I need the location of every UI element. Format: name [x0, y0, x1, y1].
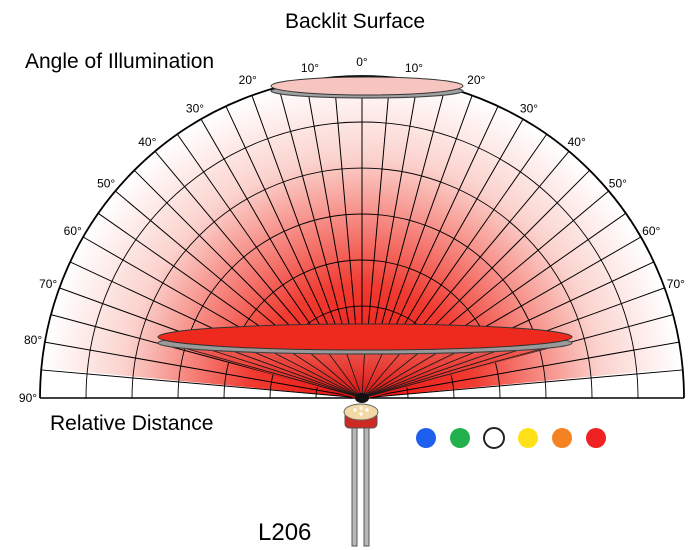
swatch-yellow [518, 428, 538, 448]
diagram-title: Backlit Surface [285, 10, 425, 33]
angle-tick: 10° [301, 61, 319, 75]
angle-tick: 40° [138, 135, 156, 149]
angle-tick: 90° [19, 391, 37, 405]
angle-tick: 30° [186, 102, 204, 116]
angle-tick: 50° [97, 176, 115, 190]
cone-line [234, 343, 363, 399]
swatch-orange [552, 428, 572, 448]
angle-tick: 70° [667, 277, 685, 291]
led-lead-left [351, 427, 358, 547]
grid-radial-line [361, 341, 680, 399]
led-chip-dot [365, 408, 369, 412]
grid-radial-line [361, 369, 683, 399]
cone-line [361, 343, 517, 399]
led-lens [343, 403, 379, 421]
angle-tick: 50° [609, 176, 627, 190]
angle-tick: 40° [568, 135, 586, 149]
near-surface [157, 323, 573, 351]
angle-axis-label: Angle of Illumination [25, 50, 214, 73]
swatch-white [483, 427, 505, 449]
swatch-green [450, 428, 470, 448]
far-surface [270, 76, 464, 96]
angle-tick: 10° [405, 61, 423, 75]
cone-line [361, 343, 561, 399]
led-chip-dot [359, 406, 363, 410]
grid-radial-line [41, 369, 363, 399]
distance-axis-label: Relative Distance [50, 412, 213, 435]
led-chip-dot [353, 408, 357, 412]
swatch-red [586, 428, 606, 448]
swatch-blue [416, 428, 436, 448]
angle-tick: 60° [642, 224, 660, 238]
beam-cone-lines [169, 343, 561, 399]
angle-tick: 20° [239, 73, 257, 87]
grid-radial-line [44, 341, 363, 399]
beam-origin [355, 393, 369, 403]
cone-line [361, 343, 539, 399]
led-lead-right [363, 427, 370, 547]
cone-line [191, 343, 363, 399]
led-chip-dot [359, 412, 363, 416]
angle-tick: 30° [520, 102, 538, 116]
angle-tick-center: 0° [356, 55, 368, 69]
part-number-label: L206 [258, 519, 311, 546]
color-swatches [416, 427, 606, 449]
angle-tick: 80° [24, 333, 42, 347]
cone-line [169, 343, 363, 399]
led-component [343, 403, 379, 547]
angle-tick: 20° [467, 73, 485, 87]
angle-tick: 70° [39, 277, 57, 291]
angle-tick-labels: 10° 20° 30° 40° 50° 60° 70° 80° 90° 10° 20° 30° 40° 5… [19, 55, 685, 405]
angle-tick: 60° [64, 224, 82, 238]
cone-line [213, 343, 363, 399]
beam-cone [160, 342, 570, 400]
